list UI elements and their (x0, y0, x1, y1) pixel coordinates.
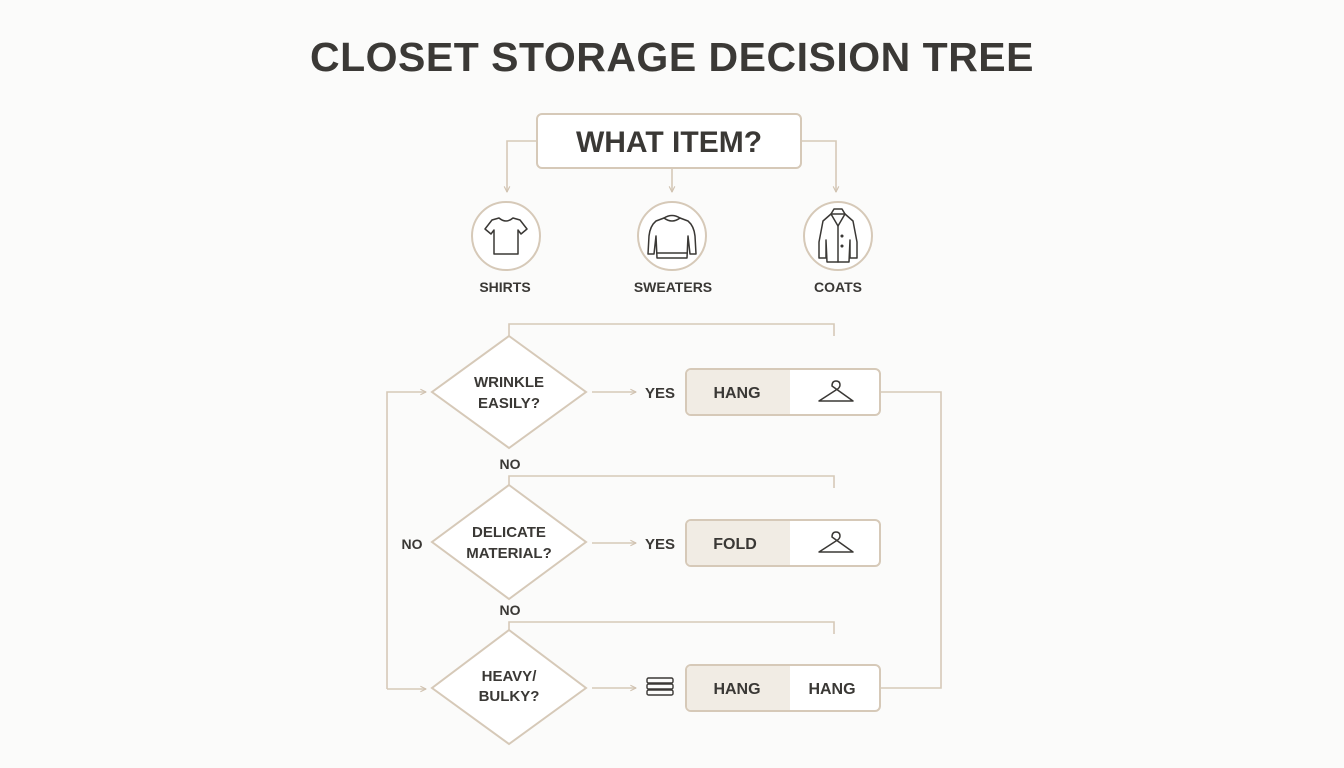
root-node: WHAT ITEM? (536, 113, 802, 169)
result-label: HANG (713, 681, 760, 698)
item-label: COATS (814, 279, 862, 295)
hanger-icon (818, 380, 854, 402)
sweater-icon (647, 214, 697, 259)
page-title: CLOSET STORAGE DECISION TREE (310, 34, 1034, 80)
result-hang-hang: HANG HANG (685, 664, 881, 712)
decision-label-line1: DELICATE (472, 524, 546, 541)
root-connectors (507, 140, 836, 192)
no-label: NO (500, 456, 521, 472)
loop-no-label: NO (402, 536, 423, 552)
result-label-secondary: HANG (808, 681, 855, 698)
item-label: SHIRTS (479, 279, 530, 295)
decision-heavy: HEAVY/ BULKY? (430, 628, 588, 746)
item-label: SWEATERS (634, 279, 712, 295)
decision-wrinkle: WRINKLE EASILY? (430, 334, 588, 450)
folded-stack-icon (646, 677, 674, 696)
decision-label-line1: WRINKLE (474, 374, 544, 391)
item-coats: COATS (803, 201, 873, 295)
result-fold: FOLD (685, 519, 881, 567)
decision-label-line2: BULKY? (479, 688, 540, 705)
no-label: NO (500, 602, 521, 618)
hanger-icon (818, 531, 854, 553)
flow-lines (508, 323, 942, 689)
decision-label-line1: HEAVY/ (482, 668, 538, 685)
item-shirts: SHIRTS (471, 201, 541, 295)
result-hang: HANG (685, 368, 881, 416)
result-label: HANG (713, 385, 760, 402)
left-loop (386, 392, 426, 689)
tshirt-icon (484, 217, 528, 255)
root-label: WHAT ITEM? (576, 126, 762, 159)
item-sweaters: SWEATERS (634, 201, 712, 295)
coat-icon (818, 208, 858, 263)
decision-delicate: DELICATE MATERIAL? (430, 483, 588, 601)
result-label: FOLD (713, 536, 757, 553)
decision-label-line2: MATERIAL? (466, 545, 552, 562)
yes-label: YES (645, 385, 675, 402)
yes-label: YES (645, 536, 675, 553)
decision-label-line2: EASILY? (478, 395, 540, 412)
